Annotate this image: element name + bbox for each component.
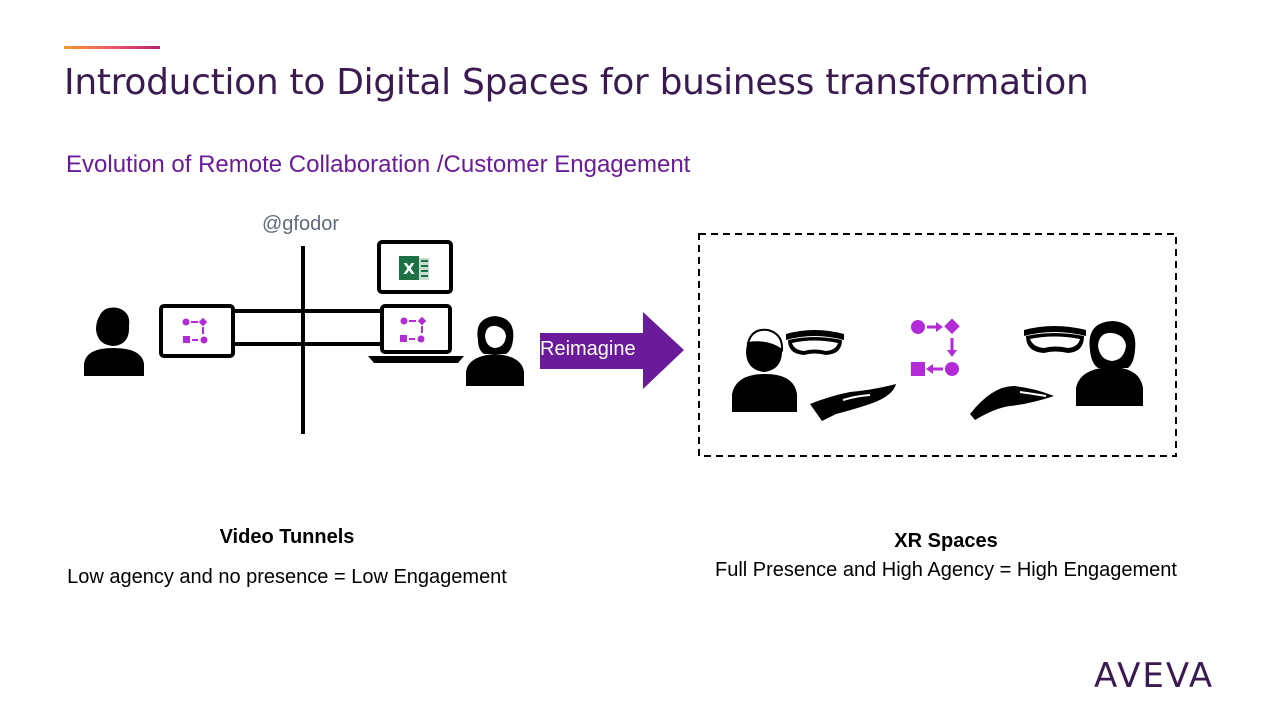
hand-icon xyxy=(970,386,1054,420)
person-female-icon xyxy=(466,316,524,386)
tunnel-bottom-edge xyxy=(232,342,384,346)
reimagine-arrow xyxy=(540,312,684,389)
video-tunnels-description: Low agency and no presence = Low Engagem… xyxy=(67,566,507,588)
person-icon xyxy=(732,328,797,412)
hand-icon xyxy=(810,384,896,421)
aveva-logo: AVEVA xyxy=(1094,656,1215,696)
xr-spaces-heading: XR Spaces xyxy=(894,530,998,552)
workflow-icon xyxy=(182,317,208,344)
vr-headset-icon xyxy=(1024,326,1086,353)
vr-headset-icon xyxy=(786,330,844,355)
workflow-icon xyxy=(911,318,960,376)
tunnel-divider xyxy=(301,246,305,434)
laptop-icon xyxy=(159,304,235,358)
laptop-icon xyxy=(368,304,464,363)
svg-text:X: X xyxy=(403,260,415,278)
video-tunnels-heading: Video Tunnels xyxy=(219,526,355,548)
person-female-icon xyxy=(1076,321,1143,406)
title-accent-bar xyxy=(64,46,160,49)
xr-spaces-description: Full Presence and High Agency = High Eng… xyxy=(715,559,1177,581)
reimagine-label: Reimagine xyxy=(540,338,636,360)
workflow-icon xyxy=(400,316,427,343)
xr-space-frame xyxy=(698,233,1177,457)
tunnel-top-edge xyxy=(232,309,384,313)
credit-handle: @gfodor xyxy=(262,213,340,235)
person-icon xyxy=(84,307,144,376)
page-title: Introduction to Digital Spaces for busin… xyxy=(64,62,1089,103)
excel-icon: X xyxy=(377,240,453,294)
page-subtitle: Evolution of Remote Collaboration /Custo… xyxy=(66,151,691,178)
